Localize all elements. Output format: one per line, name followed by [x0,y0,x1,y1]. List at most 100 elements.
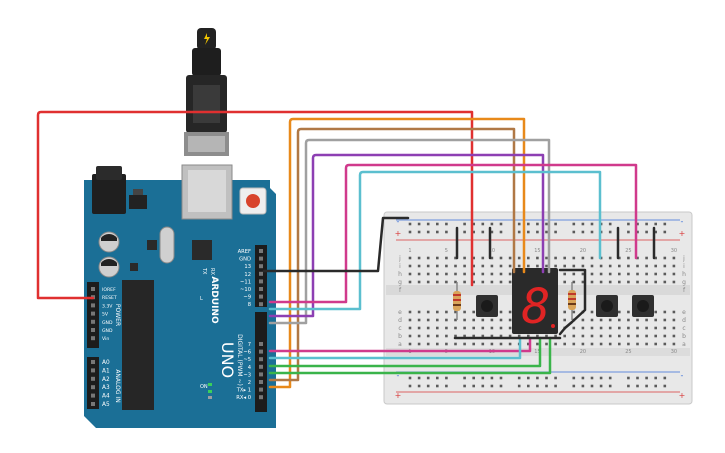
breadboard-hole[interactable] [445,264,448,268]
breadboard-hole[interactable] [472,334,475,338]
wire-red-reset[interactable] [36,110,474,300]
breadboard-hole[interactable] [536,376,539,380]
breadboard-hole[interactable] [508,334,512,338]
breadboard-hole[interactable] [472,342,475,346]
breadboard-hole[interactable] [481,326,485,330]
arduino-uno-board[interactable]: ARDUINO UNO DIGITAL (PWM ~) POWER ANALOG… [84,164,276,428]
breadboard-hole[interactable] [408,264,412,268]
breadboard-hole[interactable] [408,334,412,338]
breadboard-hole[interactable] [408,376,412,380]
wire-green-1[interactable] [268,336,542,368]
push-button-left[interactable] [476,295,498,317]
breadboard-hole[interactable] [654,310,657,314]
breadboard-hole[interactable] [672,256,676,260]
breadboard-hole[interactable] [508,280,512,284]
resistor-left[interactable] [453,282,461,320]
breadboard-hole[interactable] [618,310,621,314]
breadboard-hole[interactable] [426,222,430,226]
breadboard-hole[interactable] [590,272,594,276]
breadboard-hole[interactable] [627,230,630,234]
breadboard-hole[interactable] [499,272,503,276]
breadboard-hole[interactable] [554,342,557,346]
breadboard-hole[interactable] [481,264,485,268]
header-pin[interactable] [259,302,263,307]
breadboard-hole[interactable] [672,318,676,322]
breadboard-hole[interactable] [654,326,657,330]
breadboard-hole[interactable] [645,342,648,346]
breadboard-hole[interactable] [426,264,430,268]
breadboard-hole[interactable] [663,384,667,388]
breadboard-hole[interactable] [408,256,412,260]
breadboard-hole[interactable] [627,272,630,276]
push-button-right[interactable] [632,295,654,317]
breadboard-hole[interactable] [463,318,466,322]
header-pin[interactable] [91,402,95,406]
breadboard-hole[interactable] [472,222,475,226]
breadboard-hole[interactable] [436,384,439,388]
breadboard-hole[interactable] [417,310,421,314]
breadboard-hole[interactable] [581,334,585,338]
breadboard-hole[interactable] [481,280,485,284]
breadboard-hole[interactable] [454,310,457,314]
breadboard-hole[interactable] [608,256,612,260]
breadboard-hole[interactable] [545,342,548,346]
breadboard-hole[interactable] [472,384,475,388]
header-pin[interactable] [91,360,95,364]
breadboard-hole[interactable] [426,230,430,234]
breadboard-hole[interactable] [527,264,530,268]
breadboard-hole[interactable] [426,310,430,314]
header-pin[interactable] [259,264,263,269]
breadboard-hole[interactable] [627,384,630,388]
breadboard-hole[interactable] [527,334,530,338]
breadboard-hole[interactable] [454,280,457,284]
wire-magenta-low[interactable] [268,336,532,353]
breadboard-hole[interactable] [654,318,657,322]
header-pin[interactable] [259,372,263,377]
breadboard-hole[interactable] [527,256,530,260]
breadboard-hole[interactable] [654,376,657,380]
breadboard-hole[interactable] [636,272,639,276]
breadboard-hole[interactable] [590,318,594,322]
breadboard-hole[interactable] [527,222,530,226]
breadboard-hole[interactable] [627,310,630,314]
breadboard-hole[interactable] [572,326,576,330]
breadboard-hole[interactable] [408,342,412,346]
breadboard-hole[interactable] [445,272,448,276]
breadboard-hole[interactable] [572,342,576,346]
wire-green-2[interactable] [268,336,552,375]
breadboard-hole[interactable] [527,376,530,380]
breadboard-hole[interactable] [599,326,603,330]
breadboard-hole[interactable] [554,384,557,388]
breadboard-hole[interactable] [436,230,439,234]
breadboard-hole[interactable] [472,310,475,314]
breadboard-hole[interactable] [499,264,503,268]
breadboard-hole[interactable] [608,342,612,346]
breadboard-hole[interactable] [663,230,667,234]
wire-cyan[interactable] [268,170,602,311]
breadboard-hole[interactable] [645,326,648,330]
breadboard-hole[interactable] [536,334,539,338]
breadboard-hole[interactable] [563,318,566,322]
breadboard-hole[interactable] [436,280,439,284]
header-pin[interactable] [259,380,263,384]
breadboard-hole[interactable] [608,384,612,388]
breadboard-hole[interactable] [627,264,630,268]
breadboard-hole[interactable] [590,264,594,268]
breadboard-hole[interactable] [454,272,457,276]
breadboard-hole[interactable] [599,264,603,268]
breadboard-hole[interactable] [463,376,466,380]
breadboard-hole[interactable] [654,280,657,284]
wire-purple[interactable] [268,153,545,318]
breadboard-hole[interactable] [636,318,639,322]
breadboard-hole[interactable] [627,318,630,322]
breadboard-hole[interactable] [481,342,485,346]
breadboard-hole[interactable] [436,342,439,346]
breadboard-hole[interactable] [645,384,648,388]
breadboard-hole[interactable] [408,326,412,330]
breadboard-hole[interactable] [599,318,603,322]
breadboard-hole[interactable] [581,222,585,226]
header-pin[interactable] [259,249,263,253]
breadboard-hole[interactable] [608,222,612,226]
breadboard-hole[interactable] [581,256,585,260]
breadboard-hole[interactable] [436,222,439,226]
